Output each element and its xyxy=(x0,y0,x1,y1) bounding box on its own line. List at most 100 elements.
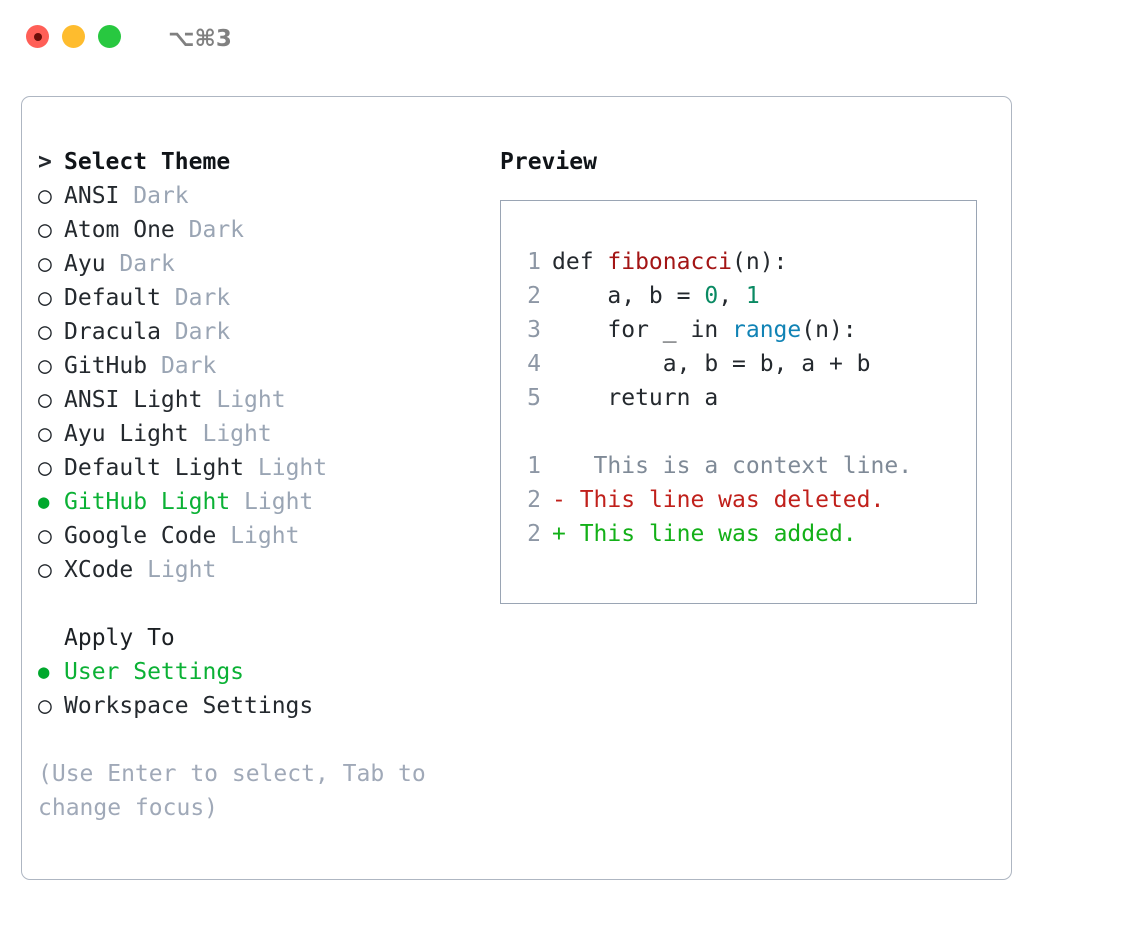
apply-to-option[interactable]: ●User Settings xyxy=(38,655,468,689)
diff-marker: + xyxy=(552,521,566,547)
code-token-kw: def xyxy=(552,249,608,275)
preview-heading: Preview xyxy=(500,149,597,175)
radio-unselected-icon[interactable]: ○ xyxy=(38,455,52,481)
theme-variant-label: Dark xyxy=(188,217,245,243)
line-number: 1 xyxy=(527,249,541,275)
hint-spacer xyxy=(38,723,468,757)
select-theme-heading: > Select Theme xyxy=(38,145,468,179)
theme-variant-label: Light xyxy=(230,523,300,549)
theme-name-label: XCode xyxy=(64,557,134,583)
theme-name-label: Ayu Light xyxy=(64,421,189,447)
code-line: 4 a, b = b, a + b xyxy=(515,347,912,381)
line-number: 2 xyxy=(527,283,541,309)
code-token-plain: for _ in xyxy=(552,317,733,343)
code-token-plain: (n): xyxy=(801,317,857,343)
keyboard-hint: (Use Enter to select, Tab to change focu… xyxy=(38,761,426,821)
theme-list: ○ ANSI Dark ○ Atom One Dark ○ Ayu Dark ○ Defaul… xyxy=(38,179,468,587)
line-number: 1 xyxy=(527,453,541,479)
code-token-plain: , xyxy=(718,283,746,309)
theme-name-label: GitHub Light xyxy=(64,489,231,515)
apply-to-list: ●User Settings ○ Workspace Settings xyxy=(38,655,468,723)
theme-variant-label: Light xyxy=(202,421,272,447)
diff-line: 2 + This line was added. xyxy=(515,517,912,551)
theme-name-label: Ayu xyxy=(64,251,106,277)
select-theme-heading-label: Select Theme xyxy=(64,149,231,175)
theme-name-label: GitHub xyxy=(64,353,148,379)
title-bar: ⌥⌘3 xyxy=(0,0,1140,78)
radio-unselected-icon[interactable]: ○ xyxy=(38,421,52,447)
prompt-caret-icon: > xyxy=(38,149,52,175)
code-line: 3 for _ in range(n): xyxy=(515,313,912,347)
theme-list-item[interactable]: ○ ANSI Light Light xyxy=(38,383,468,417)
code-blank-line xyxy=(515,415,912,449)
radio-unselected-icon[interactable]: ○ xyxy=(38,319,52,345)
maximize-button[interactable] xyxy=(98,25,121,48)
theme-variant-label: Light xyxy=(257,455,328,481)
radio-unselected-icon[interactable]: ○ xyxy=(38,387,52,413)
theme-list-item[interactable]: ● GitHub Light Light xyxy=(38,485,468,519)
apply-to-label: Workspace Settings xyxy=(64,693,314,719)
radio-unselected-icon[interactable]: ○ xyxy=(38,251,52,277)
theme-name-label: Default Light xyxy=(64,455,245,481)
diff-line: 2- This line was deleted. xyxy=(515,483,912,517)
theme-list-item[interactable]: ○ Default Light Light xyxy=(38,451,468,485)
diff-text: This line was added. xyxy=(565,521,857,547)
apply-to-option[interactable]: ○ Workspace Settings xyxy=(38,689,468,723)
radio-selected-icon[interactable]: ● xyxy=(38,661,50,683)
theme-list-item[interactable]: ○ Ayu Dark xyxy=(38,247,468,281)
theme-variant-label: Light xyxy=(216,387,286,413)
theme-variant-label: Dark xyxy=(174,319,231,345)
theme-list-item[interactable]: ○ Dracula Dark xyxy=(38,315,468,349)
radio-unselected-icon[interactable]: ○ xyxy=(38,183,52,209)
theme-variant-label: Light xyxy=(244,489,314,515)
code-token-fn: fibonacci xyxy=(607,249,733,275)
theme-name-label: ANSI xyxy=(64,183,120,209)
line-number: 3 xyxy=(527,317,541,343)
diff-text: This line was deleted. xyxy=(565,487,885,513)
main-panel: > Select Theme ○ ANSI Dark ○ Atom One Dark ○ A… xyxy=(21,96,1012,880)
code-line: 5 return a xyxy=(515,381,912,415)
theme-variant-label: Dark xyxy=(119,251,175,277)
radio-unselected-icon[interactable]: ○ xyxy=(38,353,52,379)
minimize-button[interactable] xyxy=(62,25,85,48)
keyboard-shortcut-label: ⌥⌘3 xyxy=(168,26,232,52)
line-number: 5 xyxy=(527,385,541,411)
theme-variant-label: Dark xyxy=(160,353,217,379)
diff-marker xyxy=(552,453,566,479)
theme-name-label: Default xyxy=(64,285,161,311)
theme-selection-column: > Select Theme ○ ANSI Dark ○ Atom One Dark ○ A… xyxy=(38,145,468,825)
diff-text: This is a context line. xyxy=(565,453,913,479)
theme-variant-label: Dark xyxy=(174,285,231,311)
line-number: 2 xyxy=(527,521,541,547)
line-number: 2 xyxy=(527,487,541,513)
radio-unselected-icon[interactable]: ○ xyxy=(38,693,52,719)
theme-list-item[interactable]: ○ GitHub Dark xyxy=(38,349,468,383)
line-number: 4 xyxy=(527,351,541,377)
code-token-num: 0 xyxy=(704,283,719,309)
radio-selected-icon[interactable]: ● xyxy=(38,491,50,513)
close-button[interactable] xyxy=(26,25,49,48)
theme-name-label: Dracula xyxy=(64,319,161,345)
theme-name-label: Atom One xyxy=(64,217,175,243)
theme-variant-label: Dark xyxy=(133,183,189,209)
theme-list-item[interactable]: ○XCode Light xyxy=(38,553,468,587)
radio-unselected-icon[interactable]: ○ xyxy=(38,557,52,583)
diff-line: 1 This is a context line. xyxy=(515,449,912,483)
code-token-plain: a, b = b, a + b xyxy=(552,351,871,377)
radio-unselected-icon[interactable]: ○ xyxy=(38,217,52,243)
code-line: 2 a, b = 0, 1 xyxy=(515,279,912,313)
theme-list-item[interactable]: ○ Ayu Light Light xyxy=(38,417,468,451)
radio-unselected-icon[interactable]: ○ xyxy=(38,285,52,311)
theme-list-item[interactable]: ○Google Code Light xyxy=(38,519,468,553)
theme-name-label: ANSI Light xyxy=(64,387,203,413)
theme-list-item[interactable]: ○ Default Dark xyxy=(38,281,468,315)
theme-list-item[interactable]: ○ ANSI Dark xyxy=(38,179,468,213)
radio-unselected-icon[interactable]: ○ xyxy=(38,523,52,549)
theme-list-item[interactable]: ○ Atom One Dark xyxy=(38,213,468,247)
left-column-spacer xyxy=(38,587,468,621)
code-token-builtin: range xyxy=(732,317,802,343)
code-token-num: 1 xyxy=(745,283,760,309)
